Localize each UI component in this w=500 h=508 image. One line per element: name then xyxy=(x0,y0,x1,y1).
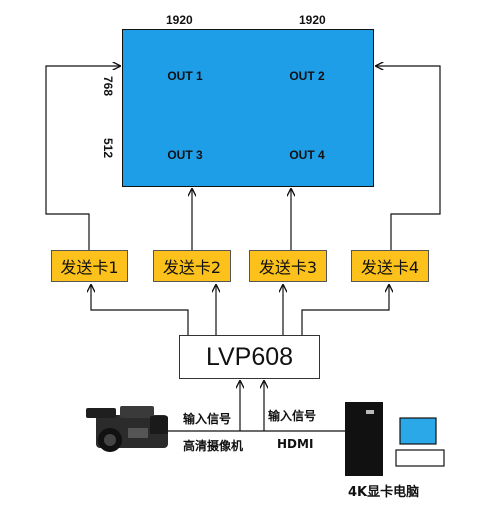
out-1-label: OUT 1 xyxy=(167,69,203,83)
wire-proc-sender1 xyxy=(91,285,189,335)
desktop-pc-icon xyxy=(345,402,445,476)
camera-signal-label: 输入信号 xyxy=(183,412,232,426)
led-screen: OUT 1 OUT 2 OUT 3 OUT 4 xyxy=(122,29,374,187)
sender-card-3: 发送卡3 xyxy=(249,250,327,282)
out-4-label: OUT 4 xyxy=(289,148,325,162)
wire-sender4-screen xyxy=(376,66,441,250)
hdmi-name-label: HDMI xyxy=(277,437,314,451)
wire-proc-sender4 xyxy=(301,285,389,335)
height-label-bottom: 512 xyxy=(101,137,116,159)
video-camera-icon xyxy=(86,406,168,452)
height-label-top: 768 xyxy=(101,75,116,97)
width-label-left: 1920 xyxy=(166,13,193,27)
computer-label: 4K显卡电脑 xyxy=(348,485,420,500)
wire-sender1-screen xyxy=(45,66,120,250)
sender-card-4: 发送卡4 xyxy=(351,250,429,282)
sender-card-2: 发送卡2 xyxy=(153,250,231,282)
camera-name-label: 高清摄像机 xyxy=(183,439,244,453)
out-3-label: OUT 3 xyxy=(167,148,203,162)
width-label-right: 1920 xyxy=(299,13,326,27)
sender-card-1: 发送卡1 xyxy=(51,250,128,282)
out-2-label: OUT 2 xyxy=(289,69,325,83)
hdmi-signal-label: 输入信号 xyxy=(268,409,317,423)
processor-box: LVP608 xyxy=(179,335,320,379)
